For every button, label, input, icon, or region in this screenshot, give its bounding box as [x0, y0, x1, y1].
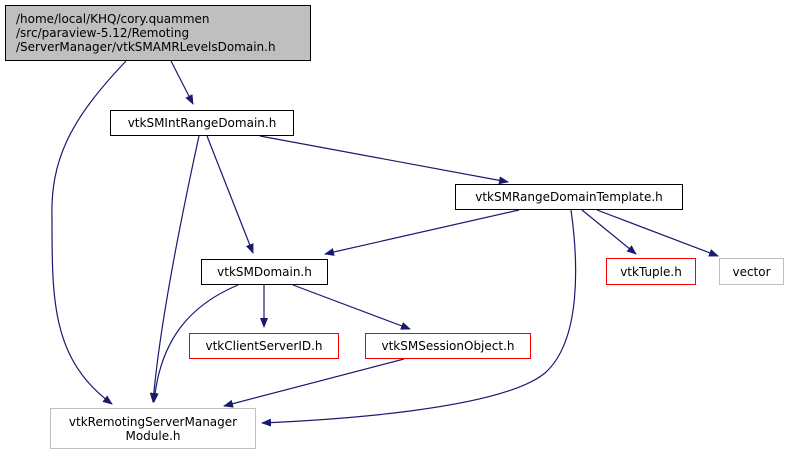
node-clientserverid[interactable]: vtkClientServerID.h [189, 333, 339, 359]
node-label: vtkSMSessionObject.h [381, 339, 515, 353]
edge-intrange-to-rangetemplate [259, 135, 509, 185]
node-rangetemplate[interactable]: vtkSMRangeDomainTemplate.h [455, 184, 683, 210]
node-intrange[interactable]: vtkSMIntRangeDomain.h [110, 110, 294, 136]
edge-root-to-module [51, 60, 127, 405]
edge-rangetemplate-to-module [261, 209, 577, 427]
node-label: /home/local/KHQ/cory.quammen /src/paravi… [16, 12, 276, 54]
node-label: vtkTuple.h [620, 264, 682, 279]
edge-domain-to-sessionobject [292, 284, 411, 330]
node-label: vtkSMRangeDomainTemplate.h [475, 190, 663, 204]
edge-sessionobject-to-module [223, 358, 405, 408]
node-root: /home/local/KHQ/cory.quammen /src/paravi… [5, 5, 311, 61]
edge-domain-to-module [150, 284, 239, 403]
node-tuple[interactable]: vtkTuple.h [606, 258, 696, 285]
node-vector[interactable]: vector [719, 258, 784, 285]
node-label: vector [732, 264, 771, 279]
edge-rangetemplate-to-domain [324, 209, 520, 256]
edge-rangetemplate-to-tuple [581, 209, 637, 255]
edge-intrange-to-module [149, 135, 200, 403]
node-domain[interactable]: vtkSMDomain.h [201, 259, 328, 285]
node-sessionobject[interactable]: vtkSMSessionObject.h [365, 333, 531, 359]
edge-intrange-to-domain [206, 135, 254, 254]
node-label: vtkSMDomain.h [217, 265, 312, 279]
edge-rangetemplate-to-vector [596, 209, 719, 257]
node-label: vtkSMIntRangeDomain.h [127, 116, 277, 130]
node-label: vtkRemotingServerManager Module.h [68, 414, 238, 443]
node-label: vtkClientServerID.h [205, 339, 323, 353]
node-module[interactable]: vtkRemotingServerManager Module.h [50, 408, 256, 449]
edge-root-to-intrange [170, 60, 194, 105]
